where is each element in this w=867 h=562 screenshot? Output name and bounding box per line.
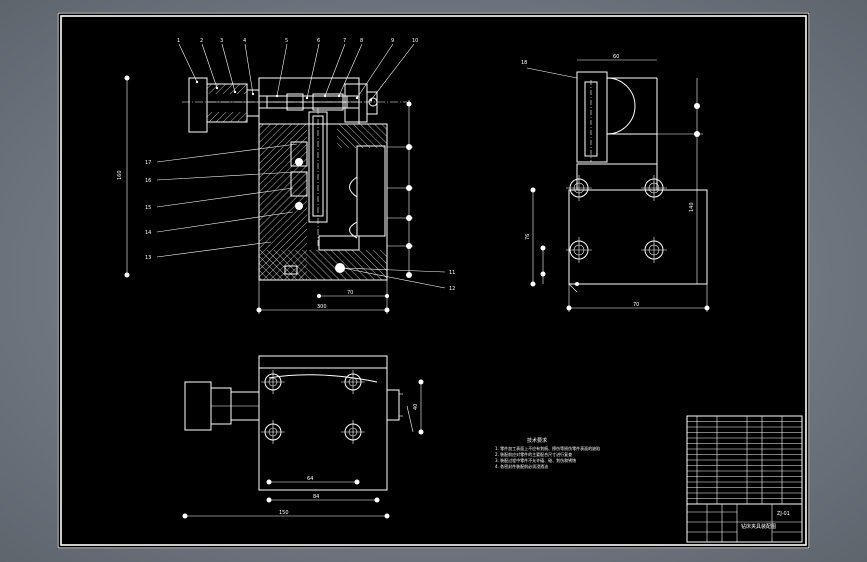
part-number-label: 10 [412,38,418,44]
title-block-title: 钻床夹具装配图 [741,523,776,530]
side-dim-bottom: 70 [633,302,639,308]
svg-text:160: 160 [117,170,123,180]
leader-line [221,43,236,93]
technical-notes: 技术要求 1. 零件加工表面上不应有划痕、擦伤等损伤零件表面的缺陷 2. 装配前… [495,437,600,469]
side-dim-height: 140 [689,202,695,212]
leader-dot [195,80,199,84]
leader-line [356,43,394,99]
plan-dim-side: 40 [413,404,419,410]
notes-line-4: 4. 各密封件装配前必须浸透油 [495,463,548,469]
leader-line [370,43,415,101]
part-number-label: 11 [449,270,455,276]
leader-dot [355,96,359,100]
leader-line [342,267,446,273]
part-number-label: 4 [243,38,246,44]
part-number-label: 3 [220,38,223,44]
leader-line [178,43,198,83]
part-number-label: 6 [317,38,320,44]
main-dim-inner: 70 [347,290,353,296]
notes-line-1: 1. 零件加工表面上不应有划痕、擦伤等损伤零件表面的缺陷 [495,445,600,451]
leader-line [201,43,218,89]
leader-line [276,43,288,97]
leader-line [156,211,294,233]
side-view [526,59,710,312]
side-part-number: 18 [521,60,527,66]
part-number-label: 16 [145,178,151,184]
leader-dot [337,94,341,98]
leader-line [324,43,346,97]
leader-line [244,43,254,95]
leader-line [156,171,296,181]
part-number-label: 2 [200,38,203,44]
title-block [686,415,803,543]
part-number-label: 13 [145,255,151,261]
plan-dim-span-a: 64 [307,476,313,482]
leader-dot [275,94,279,98]
main-dim-width: 300 [317,304,327,310]
inner-border [60,15,807,546]
part-number-label: 15 [145,205,151,211]
part-number-label: 14 [145,230,151,236]
notes-line-3: 3. 装配过程中零件不允许磕、碰、划伤和锈蚀 [495,457,576,463]
leader-dot [323,94,327,98]
leader-line [156,187,294,208]
plan-view [182,355,424,519]
leader-line [156,143,298,163]
leader-dot [369,98,373,102]
part-number-label: 7 [343,38,346,44]
part-number-label: 12 [449,286,455,292]
leader-line [342,267,446,289]
notes-line-2: 2. 装配前应对零件的主要配合尺寸进行复查 [495,451,572,457]
leader-dot [251,92,255,96]
notes-heading: 技术要求 [527,437,547,444]
leader-dot [215,86,219,90]
leader-line [338,43,363,97]
title-block-sub: ZJ-01 [777,511,790,517]
drawing-canvas[interactable]: 1 60 [57,12,810,549]
plan-dim-span-b: 84 [313,494,319,500]
part-number-label: 9 [391,38,394,44]
part-number-label: 17 [145,160,151,166]
side-dim-left: 76 [525,234,531,240]
drawing-sheet[interactable]: 1 60 [57,12,810,549]
plan-dim-overall: 150 [279,510,289,516]
leader-dot [305,96,309,100]
side-dim-top: 60 [613,54,619,60]
leader-line [306,43,320,99]
main-section-view: 160 [117,43,446,314]
outer-border [57,12,810,549]
leader-dot [233,90,237,94]
part-number-label: 8 [360,38,363,44]
part-number-label: 5 [285,38,288,44]
leader-line [156,241,272,258]
part-number-label: 1 [177,38,180,44]
